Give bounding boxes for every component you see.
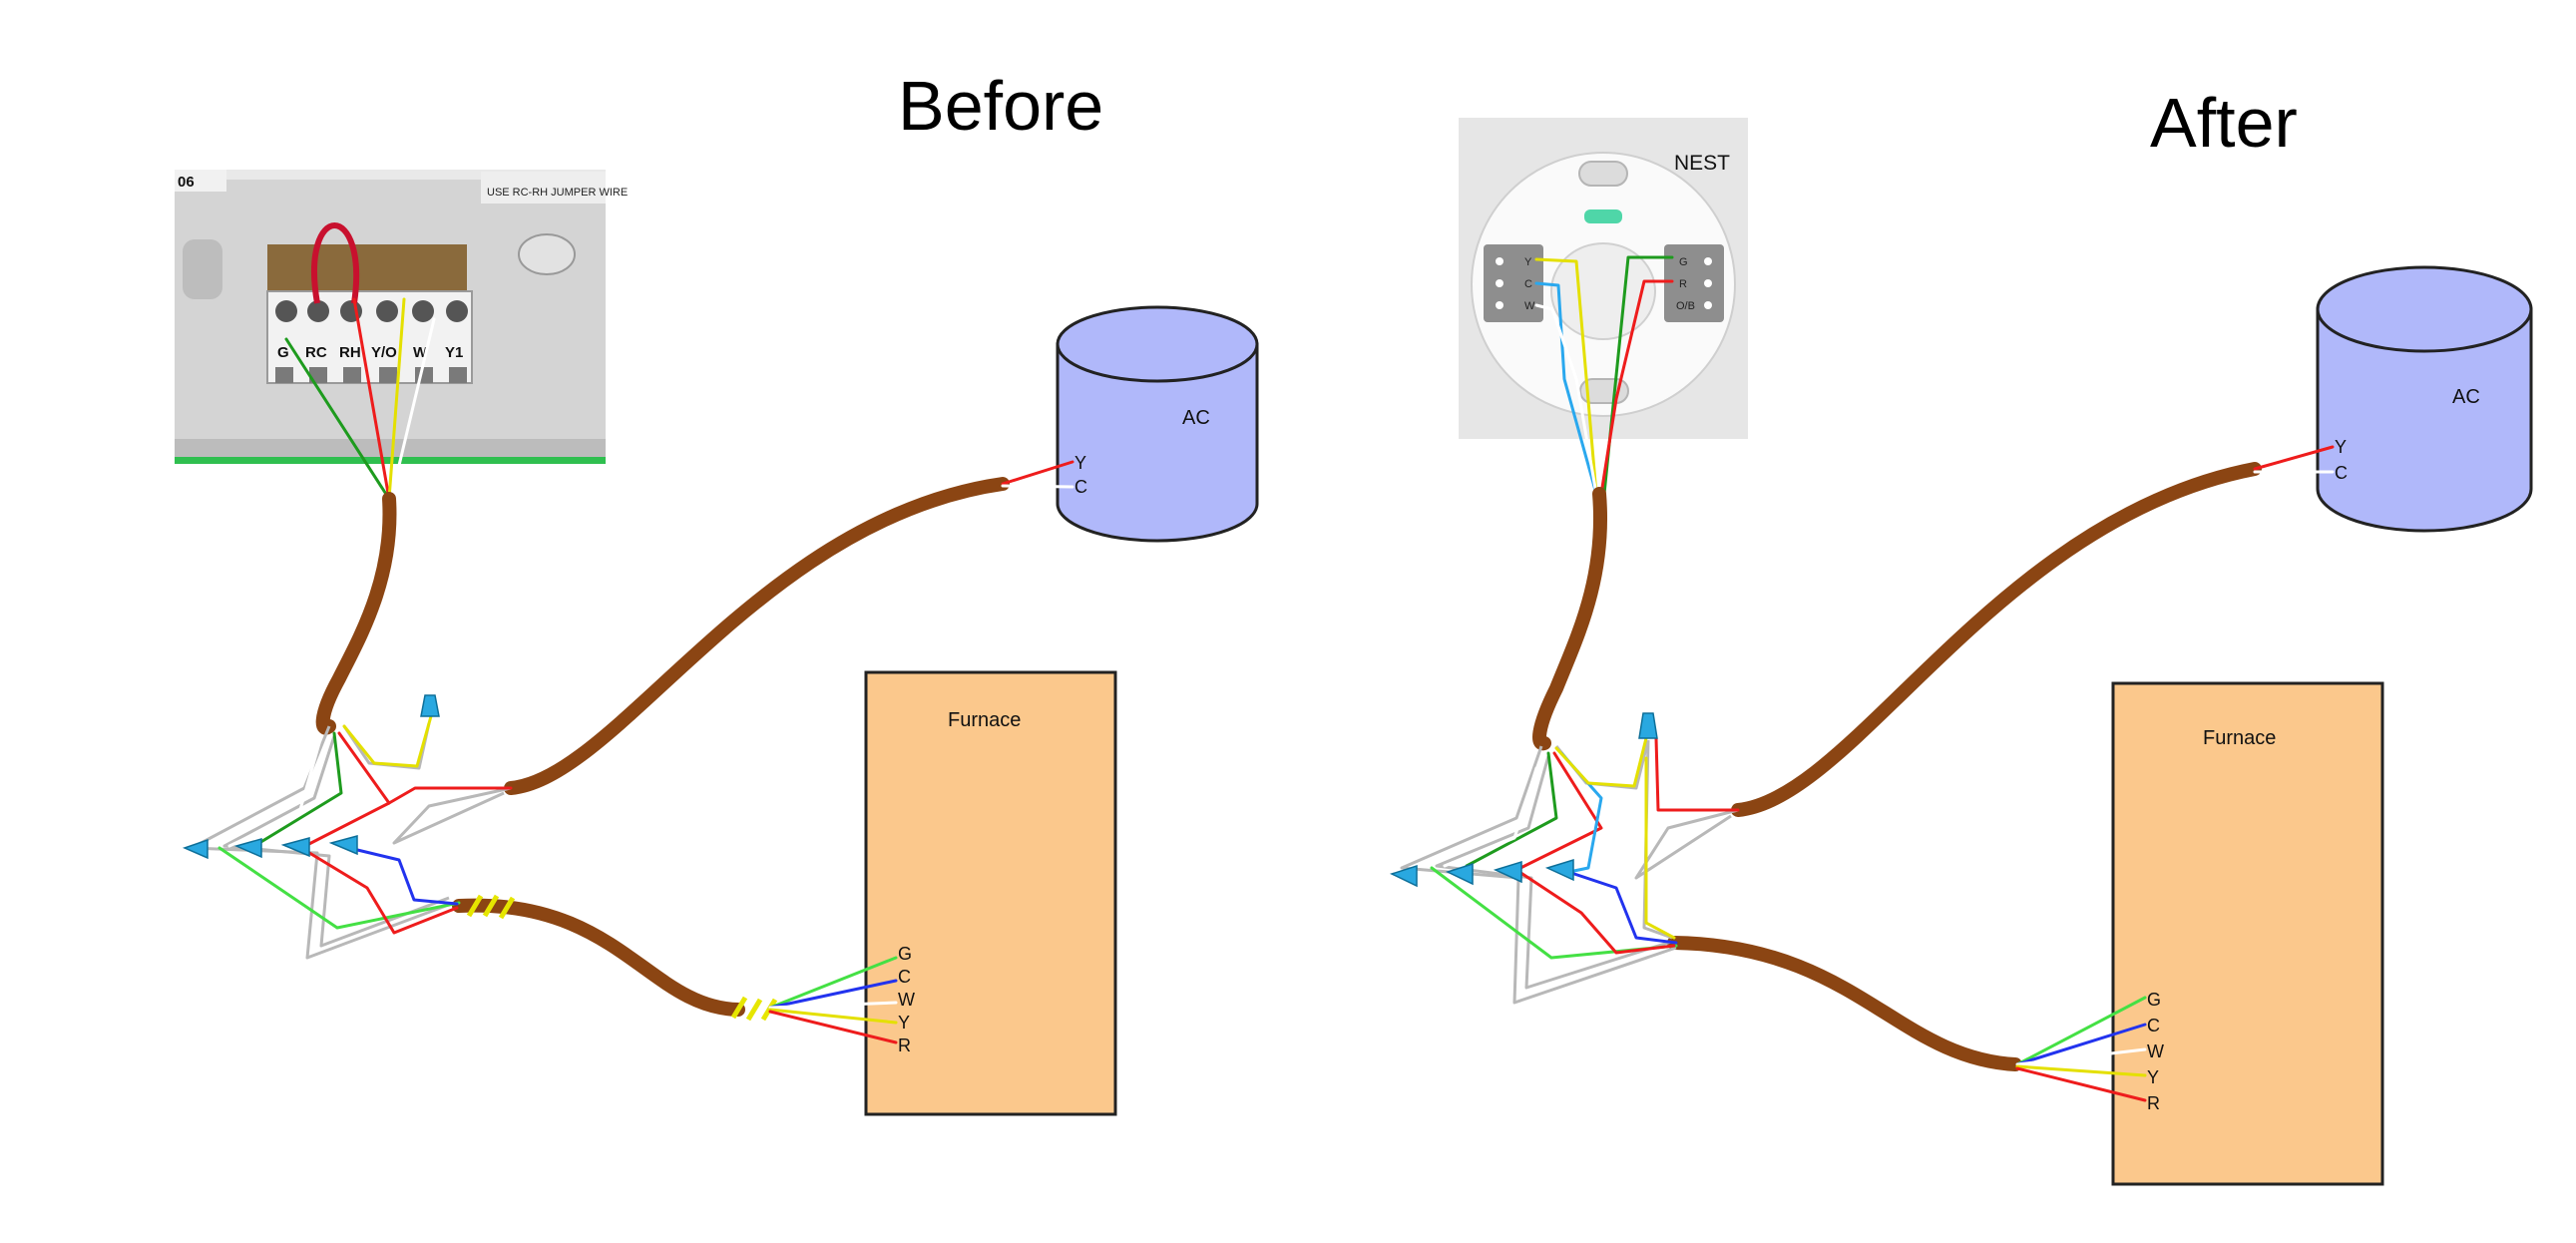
nest-terminal-OB: O/B [1676, 300, 1695, 312]
after-wire-nut-1 [1389, 864, 1418, 888]
junction-white [227, 741, 321, 848]
before-ac-wire-y [1001, 460, 1074, 486]
nest-terminal-G: G [1679, 256, 1688, 268]
after-nest-photo: NEST Y C W G R O/B [1459, 118, 1748, 496]
nest-red-wire [1599, 279, 1674, 496]
before-furnace-terminal-R: R [898, 1036, 911, 1055]
after-panel: NEST Y C W G R O/B [1389, 118, 2533, 1186]
before-ac-label: AC [1182, 407, 1210, 429]
thermostat-cable [315, 492, 397, 735]
after-furnace-terminal-W: W [2147, 1041, 2164, 1061]
after-furnace [2111, 681, 2384, 1186]
after-furnace-terminal-Y: Y [2147, 1067, 2159, 1087]
terminal-screws [275, 300, 468, 322]
junction-green [252, 731, 343, 848]
wire-nut-5 [420, 694, 440, 717]
jumper-note: USE RC-RH JUMPER WIRE [487, 187, 628, 199]
nest-brand-label: NEST [1674, 152, 1730, 175]
after-junction-yellow-ac [1554, 736, 1648, 788]
after-wire-nut-2 [1445, 862, 1474, 886]
photo-terminal-RH: RH [339, 344, 361, 361]
before-furnace-terminal-Y: Y [898, 1013, 910, 1033]
after-furnace-cable [1667, 936, 2022, 1071]
before-furnace-terminal-G: G [898, 944, 912, 964]
junction-red-furnace [299, 731, 459, 935]
nest-white-wire [1534, 303, 1598, 496]
before-panel: 06 USE RC-RH JUMPER WIRE G RC RH Y/O W Y… [175, 170, 1259, 1116]
after-junction-white [1443, 766, 1538, 868]
before-furnace-wires [768, 956, 898, 1044]
after-furnace-label: Furnace [2203, 727, 2276, 749]
junction-yellow [342, 714, 433, 768]
furnace-cable [452, 898, 745, 1017]
before-title: Before [898, 67, 1103, 145]
photo-terminal-Y1: Y1 [445, 344, 463, 361]
after-junction-red-furnace [1514, 751, 1676, 955]
before-ac-terminal-Y: Y [1074, 453, 1086, 473]
after-junction-green [1465, 751, 1558, 868]
after-ac-terminal-C: C [2335, 463, 2348, 483]
mount-hole [518, 233, 576, 275]
after-ac-label: AC [2452, 386, 2480, 408]
after-wire-nut-5 [1638, 712, 1658, 739]
photo-white-wire [389, 317, 436, 501]
nest-terminal-R: R [1679, 278, 1687, 290]
before-furnace-terminal-W: W [898, 990, 915, 1010]
after-wire-nut-3 [1493, 860, 1522, 884]
yellow-tape-marks [466, 894, 778, 1022]
after-furnace-wires [2015, 996, 2147, 1102]
after-junction-red-ac [1654, 736, 1740, 812]
before-furnace-label: Furnace [948, 709, 1021, 731]
after-ac-cable [1731, 462, 2262, 817]
photo-red-wire [352, 297, 391, 501]
junction-light-green [217, 846, 461, 930]
before-ac-terminal-C: C [1074, 477, 1087, 497]
nest-yellow-wire [1534, 257, 1598, 496]
photo-terminal-G: G [277, 344, 289, 361]
nest-terminal-Y: Y [1524, 256, 1532, 268]
photo-yellow-wire [387, 297, 406, 501]
after-ac-unit [2316, 265, 2533, 533]
after-furnace-terminal-G: G [2147, 990, 2161, 1010]
after-furnace-terminal-C: C [2147, 1016, 2160, 1036]
before-ac-wire-c [1001, 484, 1074, 489]
junction-blue [347, 846, 459, 906]
nest-cable [1532, 487, 1607, 751]
nest-level-bubble [1584, 209, 1622, 223]
after-furnace-terminal-R: R [2147, 1093, 2160, 1113]
ac-cable [504, 477, 1010, 795]
wire-nut-4 [328, 835, 358, 856]
photo-terminal-YO: Y/O [371, 344, 397, 361]
before-furnace [864, 670, 1117, 1116]
before-thermostat-photo: 06 USE RC-RH JUMPER WIRE G RC RH Y/O W Y… [175, 170, 628, 501]
after-ac-wire-y [2253, 445, 2335, 471]
nest-terminal-W: W [1524, 300, 1535, 312]
photo-terminal-RC: RC [305, 344, 327, 361]
after-wire-nut-4 [1544, 858, 1574, 882]
after-ac-terminal-Y: Y [2335, 437, 2347, 457]
after-title: After [2150, 84, 2298, 162]
nest-terminal-C: C [1524, 278, 1532, 290]
wire-nut-2 [233, 838, 262, 859]
before-furnace-terminal-C: C [898, 967, 911, 987]
wire-nut-3 [280, 837, 310, 858]
terminal-block [266, 290, 473, 384]
photo-corner-text: 06 [178, 174, 195, 191]
before-ac-unit [1056, 305, 1259, 543]
after-junction-yellow-furnace [1644, 756, 1676, 940]
after-junction-blue [1569, 871, 1678, 945]
rc-rh-jumper [311, 222, 360, 304]
junction-red-ac [387, 786, 513, 805]
photo-green-wire [284, 337, 391, 501]
wire-nut-1 [182, 838, 209, 860]
